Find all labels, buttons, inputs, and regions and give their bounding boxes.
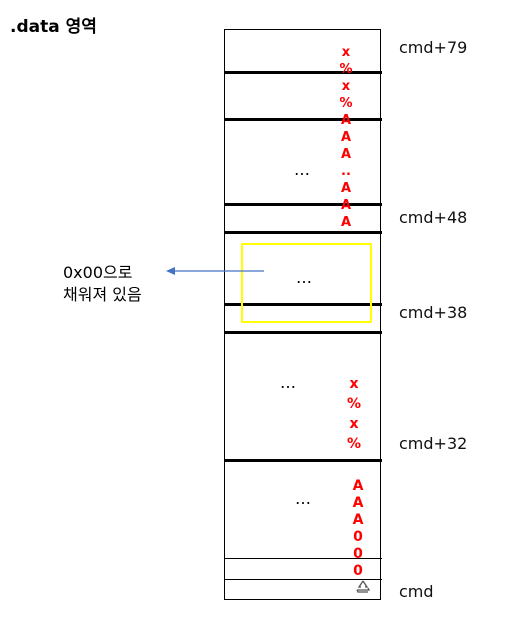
payload-char: %	[346, 396, 362, 412]
boundary-line	[224, 331, 382, 334]
boundary-line	[224, 231, 382, 234]
payload-char: A	[340, 215, 352, 230]
payload-char: A	[340, 113, 352, 128]
zero-filled-highlight	[241, 243, 372, 323]
boundary-line	[224, 118, 382, 121]
payload-char: A	[352, 512, 364, 528]
payload-char: %	[339, 62, 353, 77]
payload-char: x	[349, 416, 359, 432]
payload-char: 0	[353, 546, 363, 562]
memory-column	[224, 29, 381, 600]
payload-char: x	[341, 79, 351, 94]
ellipsis-upper: …	[294, 160, 311, 179]
ellipsis-middle: …	[280, 373, 297, 392]
boundary-line	[224, 303, 382, 306]
payload-char: A	[340, 181, 352, 196]
payload-char: 0	[353, 529, 363, 545]
annotation-text: 0x00으로 채워져 있음	[63, 262, 142, 306]
boundary-line	[224, 459, 382, 462]
address-label-cmd38: cmd+38	[399, 303, 468, 322]
payload-char: 0	[353, 563, 363, 579]
annotation-arrow	[166, 267, 264, 275]
section-title: .data 영역	[10, 17, 97, 37]
payload-char: A	[340, 130, 352, 145]
ellipsis-highlight: …	[296, 268, 313, 287]
address-label-cmd79: cmd+79	[399, 38, 468, 57]
payload-char: %	[346, 436, 362, 452]
address-label-cmd48: cmd+48	[399, 208, 468, 227]
payload-char: %	[339, 96, 353, 111]
ellipsis-lower: …	[295, 489, 312, 508]
payload-char: A	[352, 495, 364, 511]
boundary-line	[224, 203, 382, 206]
payload-char: x	[349, 376, 359, 392]
payload-middle-column: x% x%	[346, 374, 362, 454]
address-label-cmd: cmd	[399, 582, 434, 601]
payload-char: x	[341, 45, 351, 60]
payload-char: A	[352, 478, 364, 494]
address-label-cmd32: cmd+32	[399, 434, 468, 453]
boundary-line	[224, 579, 382, 580]
payload-char: A	[340, 198, 352, 213]
payload-char: ..	[341, 164, 351, 179]
recycle-icon	[354, 579, 372, 595]
boundary-line	[224, 558, 382, 559]
annotation-line-1: 0x00으로	[63, 263, 133, 282]
boundary-line	[224, 71, 382, 74]
payload-char: A	[340, 147, 352, 162]
annotation-line-2: 채워져 있음	[63, 285, 142, 304]
